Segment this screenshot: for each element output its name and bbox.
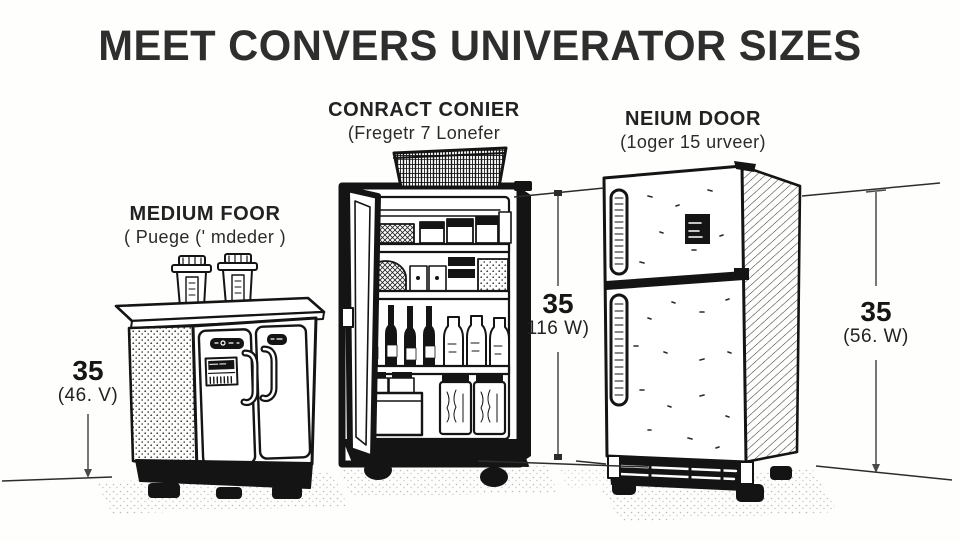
fridge-door-handle [609, 293, 629, 407]
dimension-line-left [1, 414, 113, 482]
canister-right [217, 253, 258, 306]
canister-left [171, 255, 212, 308]
dimension-left-value: 35 [72, 355, 104, 386]
door-badge-left [210, 338, 244, 349]
medium-cabinet-label-block: MEDIUM FOOR ( Puege (' mdeder ) [105, 203, 305, 248]
top-freezer-label: NEIUM DOOR [625, 108, 761, 130]
poster-title: MEET CONVERS UNIVERATOR SIZES [98, 22, 862, 70]
dimension-line-right [575, 182, 953, 481]
brand-label [685, 214, 710, 244]
dimension-right-note: (56. W) [843, 326, 909, 348]
basket [392, 146, 508, 189]
control-panel [204, 356, 239, 387]
top-freezer-sublabel: (1oger 15 urveer) [620, 132, 766, 153]
open-door [341, 186, 381, 461]
freezer-handle [609, 188, 629, 276]
medium-cabinet-drawing [114, 253, 326, 499]
dimension-line-middle [477, 187, 649, 468]
top-freezer-fridge-drawing [602, 161, 802, 502]
door-handle-right [259, 345, 278, 402]
dimension-middle-note: 116 W) [526, 318, 590, 340]
dimension-right-value: 35 [860, 296, 892, 327]
compact-fridge-drawing [338, 146, 532, 487]
compact-fridge-sublabel: (Fregetr 7 Lonefer [347, 123, 501, 144]
dimension-middle: 35 116 W) [508, 289, 608, 339]
dimension-right: 35 (56. W) [826, 297, 926, 347]
dimension-middle-value: 35 [542, 288, 574, 319]
door-speckles [633, 189, 732, 449]
medium-cabinet-label: MEDIUM FOOR [129, 203, 281, 225]
dimension-left: 35 (46. V) [38, 356, 138, 406]
compact-fridge-label-block: CONRACT CONIER (Fregetr 7 Lonefer [308, 99, 540, 144]
door-handle-left [240, 349, 259, 406]
milk-bottles [443, 315, 510, 369]
compact-fridge-label: CONRACT CONIER [328, 99, 520, 121]
hinge-cap [514, 181, 532, 191]
dimension-left-note: (46. V) [57, 385, 119, 407]
top-freezer-label-block: NEIUM DOOR (1oger 15 urveer) [586, 108, 800, 153]
hinge-cap [734, 161, 756, 172]
medium-cabinet-sublabel: ( Puege (' mdeder ) [123, 227, 287, 248]
